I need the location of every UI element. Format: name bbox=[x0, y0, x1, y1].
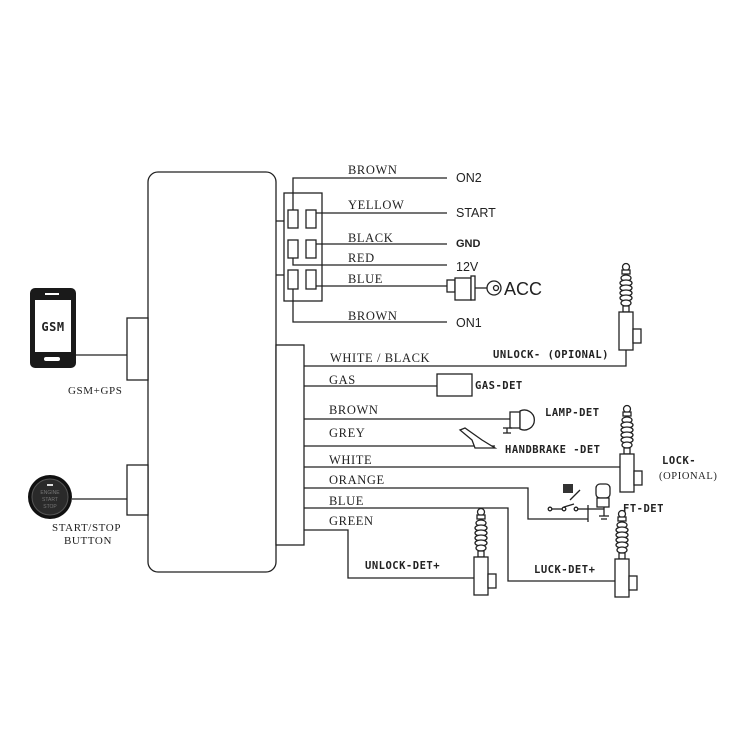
button-label-2: BUTTON bbox=[64, 535, 112, 547]
device-luck-det: LUCK-DET+ bbox=[534, 564, 595, 576]
terminal-acc: ACC bbox=[504, 279, 542, 299]
foot-trap-switch-icon bbox=[547, 483, 611, 522]
wire-label-black: BLACK bbox=[348, 231, 393, 245]
button-face-line-3: STOP bbox=[43, 504, 57, 510]
gsm-phone-icon bbox=[30, 288, 76, 368]
wire-label-yellow: YELLOW bbox=[348, 198, 404, 212]
device-ft-det: FT-DET bbox=[623, 503, 664, 515]
terminal-on2: ON2 bbox=[456, 171, 482, 185]
wire-brown-on2 bbox=[292, 177, 447, 210]
terminal-12v: 12V bbox=[456, 260, 479, 274]
terminal-gnd: GND bbox=[456, 238, 481, 250]
wire-label-blue-top: BLUE bbox=[348, 272, 383, 286]
wire-label-brown-lamp: BROWN bbox=[329, 403, 379, 417]
start-stop-button-icon: ENGINE START STOP bbox=[28, 475, 72, 519]
wire-label-brown-top: BROWN bbox=[348, 163, 398, 177]
wire-label-white: WHITE bbox=[329, 453, 372, 467]
wire-label-brown-bottom: BROWN bbox=[348, 309, 398, 323]
device-handbrake-det: HANDBRAKE -DET bbox=[505, 444, 601, 456]
ignition-key-icon bbox=[446, 275, 502, 301]
wire-label-white-black: WHITE / BLACK bbox=[330, 351, 430, 365]
main-control-unit bbox=[147, 171, 277, 573]
wire-label-orange: ORANGE bbox=[329, 473, 385, 487]
lock-det-solenoid-icon bbox=[614, 509, 638, 598]
gas-detector-icon bbox=[436, 373, 473, 397]
wire-brown-on1 bbox=[292, 289, 447, 323]
device-lamp-det: LAMP-DET bbox=[545, 407, 600, 419]
button-face-line-2: START bbox=[42, 497, 58, 503]
wire-label-grey: GREY bbox=[329, 426, 365, 440]
lamp-icon bbox=[503, 409, 536, 434]
device-unlock-optional: UNLOCK- (OPIONAL) bbox=[493, 349, 609, 361]
gsm-connector bbox=[126, 317, 149, 381]
gsm-screen-text: GSM bbox=[41, 320, 64, 334]
unlock-solenoid-icon bbox=[618, 262, 642, 351]
wire-label-gas: GAS bbox=[329, 373, 356, 387]
lock-solenoid-icon bbox=[619, 404, 643, 493]
wire-orange-ft bbox=[304, 487, 588, 520]
terminal-on1: ON1 bbox=[456, 316, 482, 330]
wire-red-12v bbox=[292, 258, 447, 266]
device-lock: LOCK- bbox=[662, 455, 696, 467]
device-gas-det: GAS-DET bbox=[475, 380, 523, 392]
wire-label-green: GREEN bbox=[329, 514, 374, 528]
button-label-1: START/STOP bbox=[52, 522, 121, 534]
sensor-connector bbox=[275, 344, 305, 546]
wire-blue-luck bbox=[304, 507, 617, 582]
handbrake-icon bbox=[458, 427, 498, 449]
unlock-det-solenoid-icon bbox=[473, 507, 497, 596]
device-lock-optional: (OPIONAL) bbox=[659, 471, 717, 482]
device-unlock-det: UNLOCK-DET+ bbox=[365, 560, 440, 572]
wire-label-red: RED bbox=[348, 251, 375, 265]
button-face-line-1: ENGINE bbox=[40, 490, 60, 496]
terminal-start: START bbox=[456, 206, 496, 220]
wire-green-unlock bbox=[304, 529, 477, 579]
gsm-label: GSM+GPS bbox=[68, 385, 122, 397]
wire-label-blue: BLUE bbox=[329, 494, 364, 508]
button-connector bbox=[126, 464, 149, 516]
